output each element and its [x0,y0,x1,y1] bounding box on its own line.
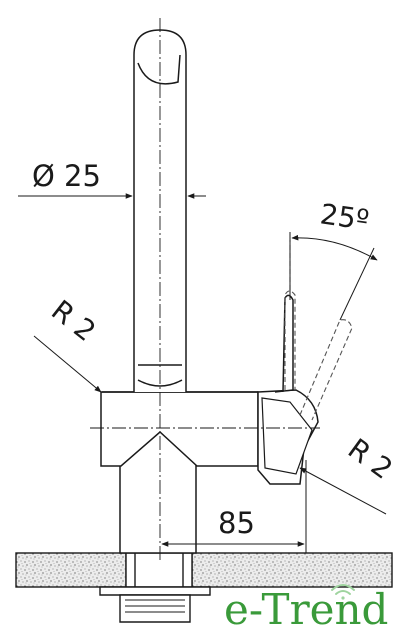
faucet-lever [257,294,319,485]
angle-dimension: 25º [289,197,378,321]
offset-dimension: 85 [161,460,307,553]
radius-right-dimension: R 2 [299,432,399,515]
offset-label: 85 [218,506,255,540]
wifi-icon [331,584,355,600]
radius-left-dimension: R 2 [33,294,102,393]
radius-right-label: R 2 [342,432,399,486]
etrend-logo: e-Trend [224,584,388,634]
diameter-label: Ø 25 [32,159,101,193]
centerlines [90,18,320,560]
mounting-shank [99,552,211,623]
logo-text: e-Trend [224,585,388,634]
diameter-dimension: Ø 25 [18,159,206,199]
radius-left-label: R 2 [45,294,102,348]
angle-label: 25º [318,197,371,236]
countertop [15,552,393,588]
faucet-base [100,391,259,554]
